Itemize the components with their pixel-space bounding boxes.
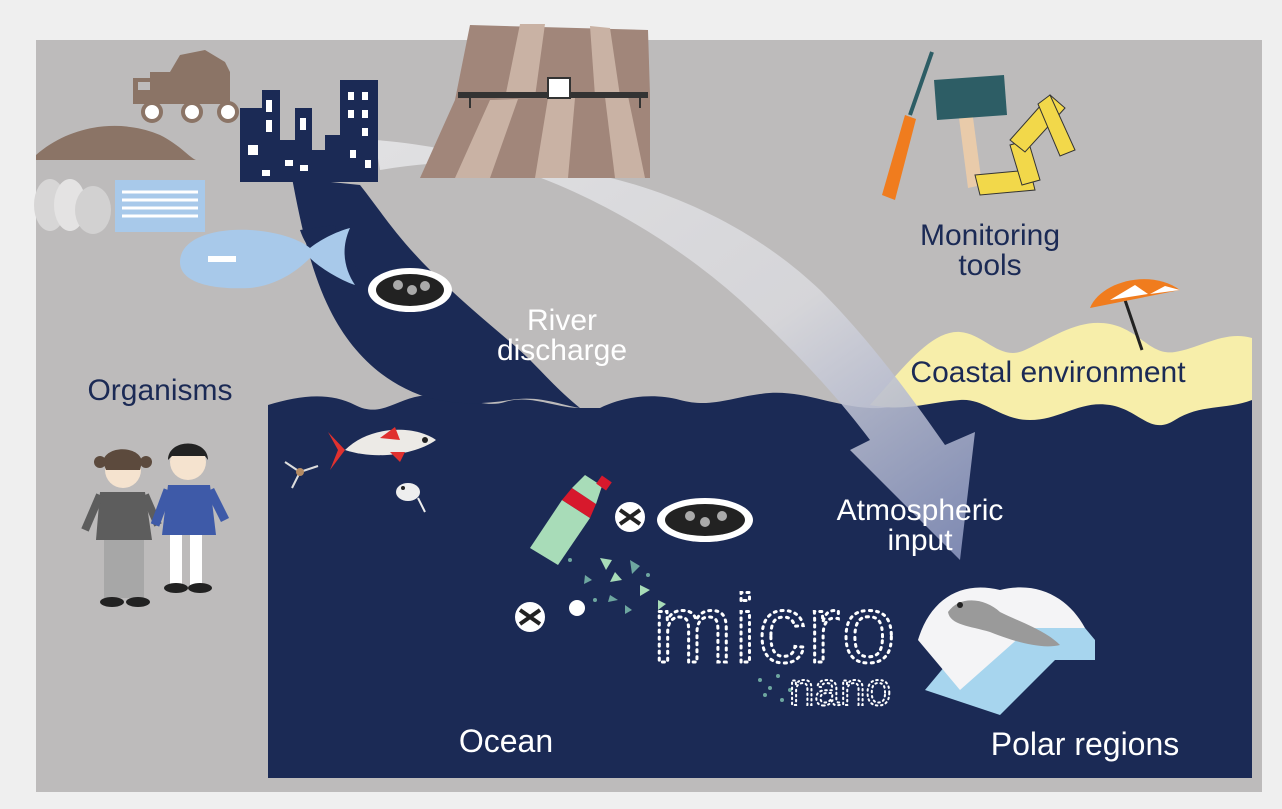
fish-icon xyxy=(328,427,436,470)
plastic-fragments-icon xyxy=(568,558,666,614)
river-discharge-label-line1: River xyxy=(527,304,597,337)
monitoring-tools-label-line2: tools xyxy=(958,249,1021,282)
dump-truck-icon xyxy=(36,50,239,160)
coastal-environment-label: Coastal environment xyxy=(910,356,1186,389)
beach-umbrella-icon xyxy=(1090,279,1180,351)
folding-ruler-icon xyxy=(974,94,1076,196)
coastal-sand xyxy=(870,322,1252,426)
farm-field-icon xyxy=(420,24,650,178)
seal-icon xyxy=(948,600,1060,647)
polar-regions-label: Polar regions xyxy=(991,726,1180,762)
plankton-icon xyxy=(284,461,319,489)
micro-label: micro xyxy=(653,576,898,683)
nano-label: nano xyxy=(789,663,891,715)
atmospheric-arrow xyxy=(375,140,975,560)
hammer-icon xyxy=(934,75,1007,188)
pollutant-molecule-icon-2 xyxy=(657,498,753,542)
atmospheric-input-label-line1: Atmospheric xyxy=(837,494,1004,527)
waste-sacks-icon xyxy=(34,179,111,234)
microbead-icon xyxy=(569,600,585,616)
plastic-bottle-icon xyxy=(530,475,612,565)
document-icon xyxy=(115,180,205,232)
city-buildings-icon xyxy=(240,80,378,182)
small-molecule-icon-2 xyxy=(515,602,545,632)
nanoparticles-icon xyxy=(758,674,792,702)
wastewater-pill-icon xyxy=(180,228,355,289)
atmospheric-input-label-line2: input xyxy=(887,524,953,557)
monitoring-tools-label-line1: Monitoring xyxy=(920,219,1060,252)
river-discharge-label-line2: discharge xyxy=(497,334,627,367)
ocean-label: Ocean xyxy=(459,723,553,759)
organisms-label: Organisms xyxy=(87,374,232,407)
copepod-icon xyxy=(396,483,426,513)
screwdriver-icon xyxy=(882,51,934,200)
people-organisms-icon xyxy=(81,443,230,607)
small-molecule-icon xyxy=(615,502,645,532)
pollutant-molecule-icon xyxy=(368,268,452,312)
